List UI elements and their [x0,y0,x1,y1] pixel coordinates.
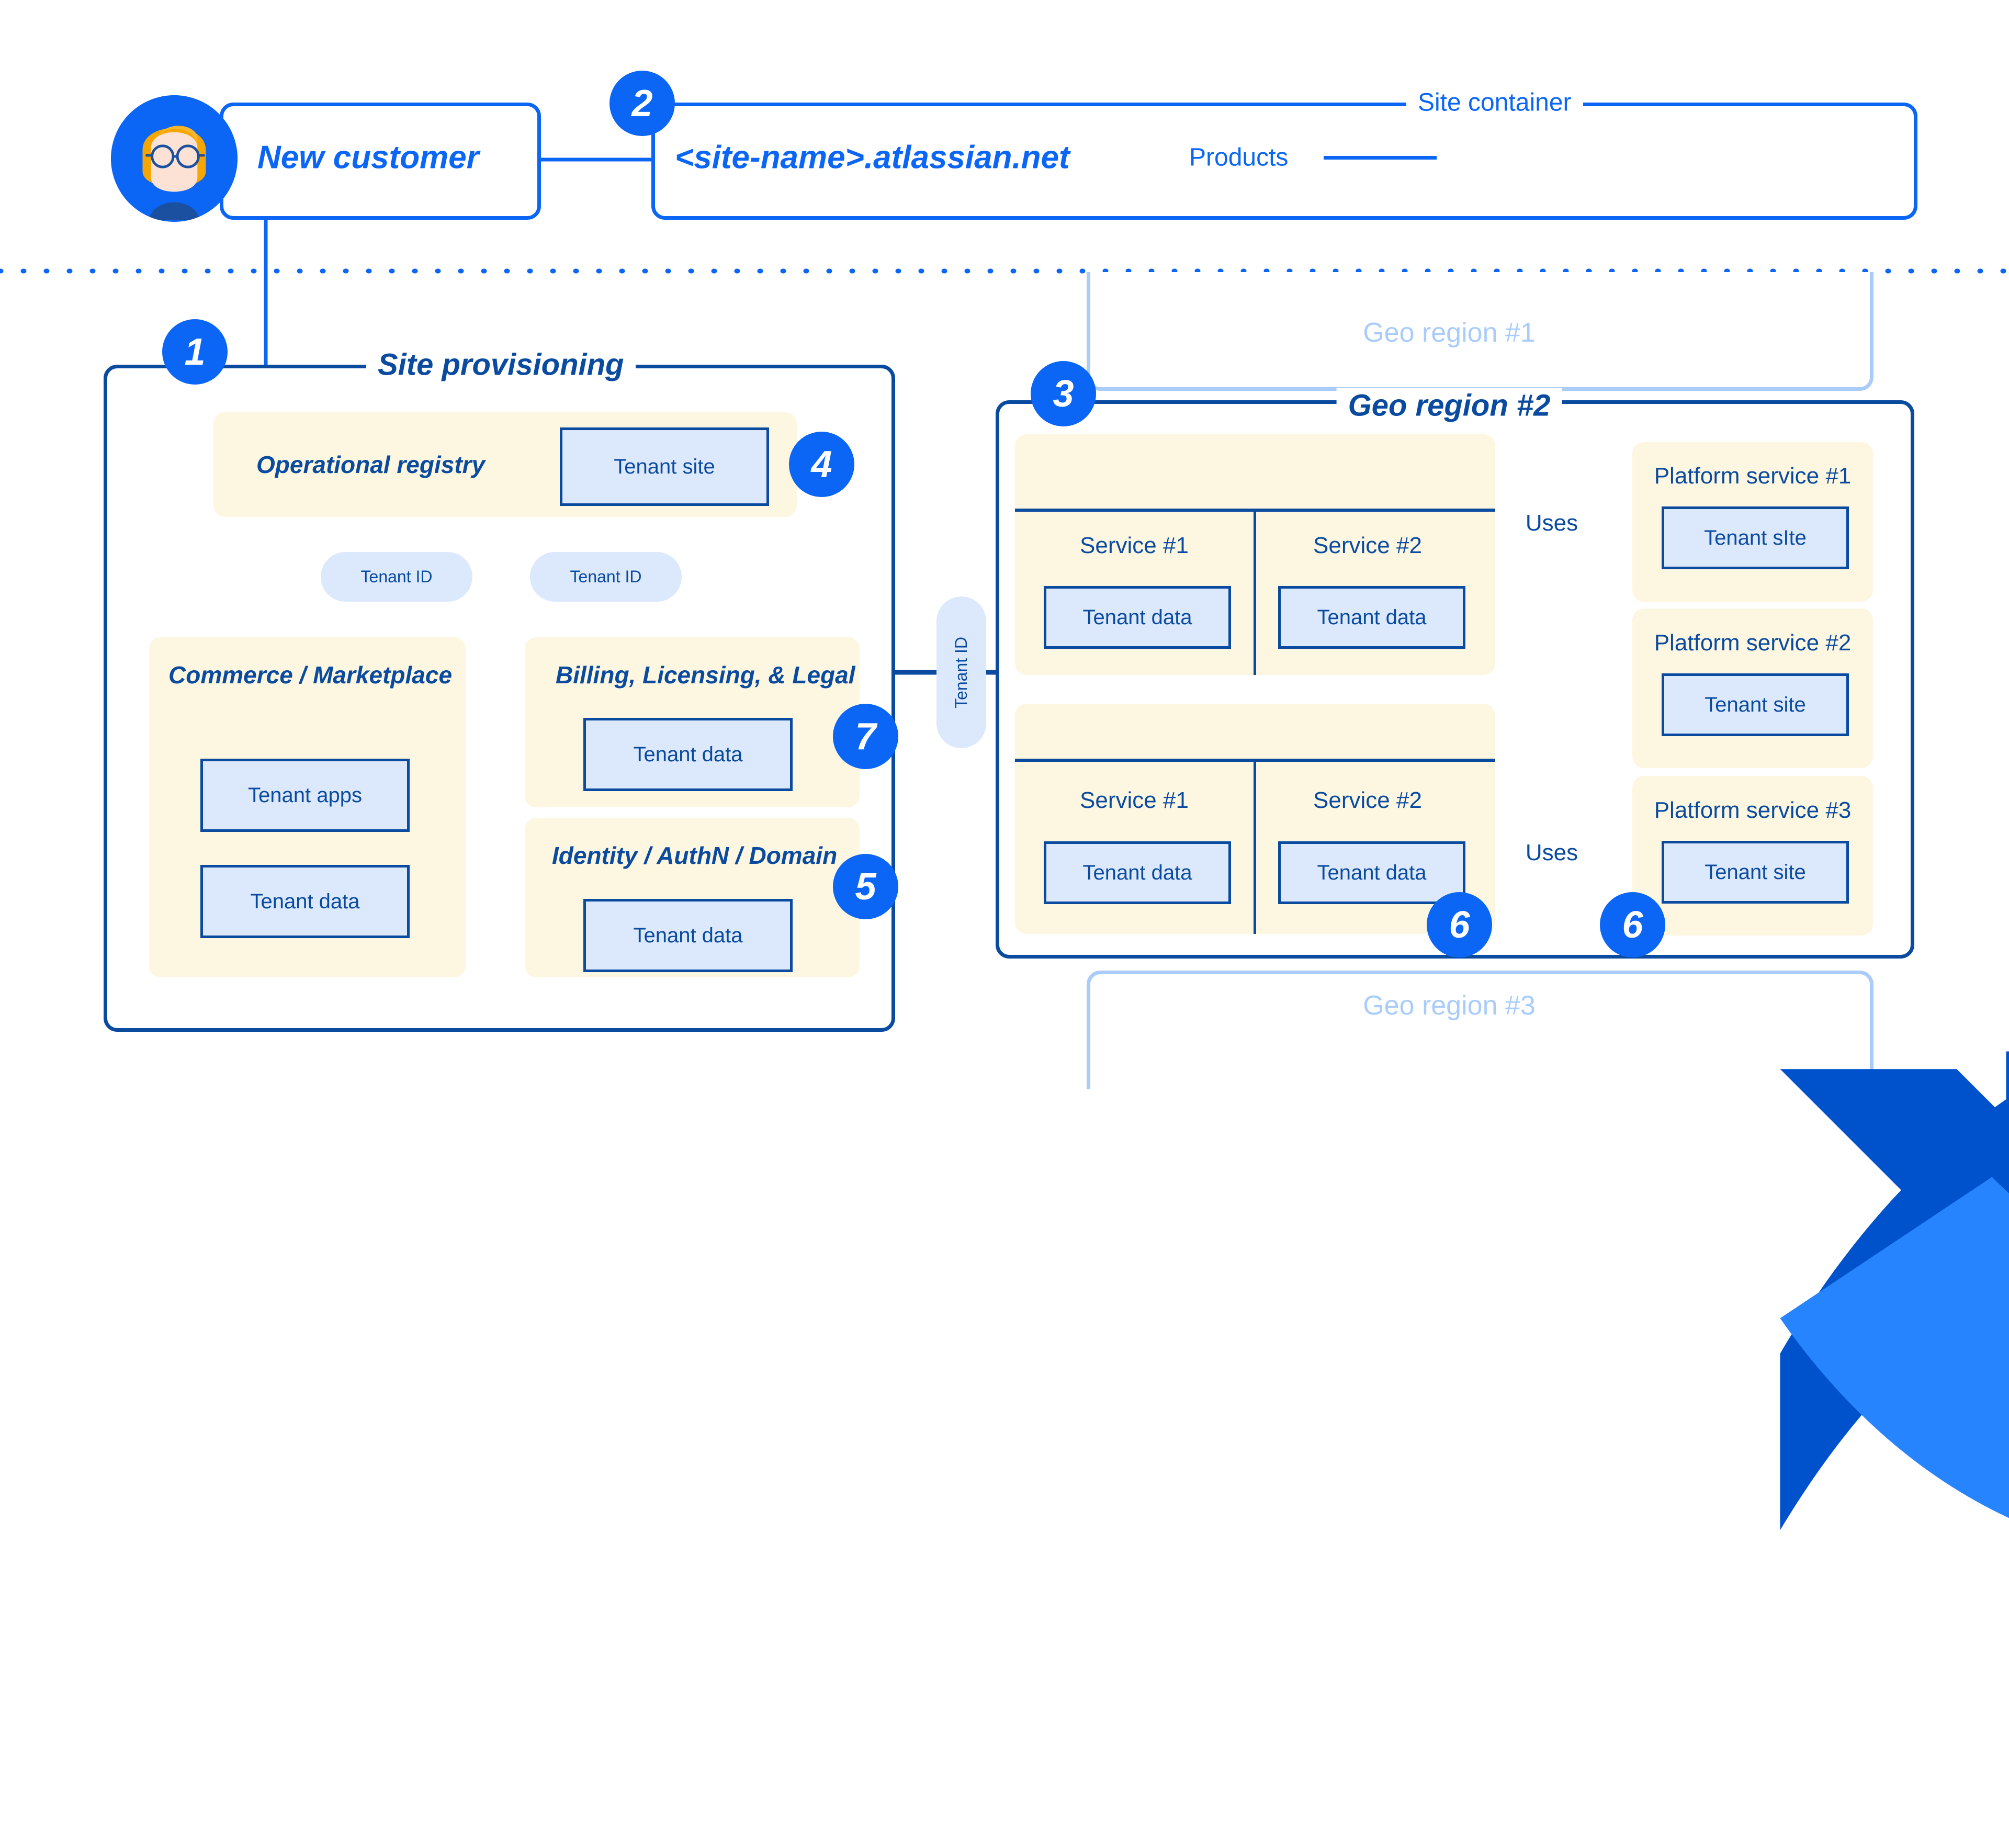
billing-tenant-data-chip[interactable]: Tenant data [583,718,793,791]
bolt-icon [1651,133,1699,182]
step-badge-2[interactable]: 2 [610,71,675,136]
products-label: Products [1189,143,1288,172]
identity-tenant-data-chip[interactable]: Tenant data [583,899,793,972]
jira-service-1-label: Service #1 [1080,533,1189,559]
confluence-group-vrule [1254,762,1256,934]
site-url-label: <site-name>.atlassian.net [675,139,1070,176]
jira-service-1-chip[interactable]: Tenant data [1044,586,1231,649]
commerce-tenant-apps-chip[interactable]: Tenant apps [200,759,410,832]
site-container-label: Site container [1406,88,1583,117]
products-connector-line [1324,156,1437,160]
operational-registry-title: Operational registry [256,450,485,479]
platform-service-1-chip[interactable]: Tenant sIte [1662,506,1849,569]
customer-avatar [111,95,238,222]
geo-region-1-label: Geo region #1 [1363,317,1536,348]
jira-group-vrule [1254,512,1256,675]
product-group-confluence-icon [1235,718,1276,759]
platform-service-1-title: Platform service #1 [1654,463,1852,489]
tenant-id-pill-right: Tenant ID [530,552,682,602]
trello-icon [1825,133,1873,182]
uses-label-2: Uses [1517,840,1586,866]
site-provisioning-title: Site provisioning [366,347,636,382]
jira-service-2-label: Service #2 [1313,533,1422,559]
step-badge-5[interactable]: 5 [833,854,898,919]
operational-registry-tenant-site-chip[interactable]: Tenant site [560,427,769,506]
platform-service-3-title: Platform service #3 [1654,797,1852,824]
tenant-id-pill-left: Tenant ID [321,552,472,602]
jira-service-2-chip[interactable]: Tenant data [1278,586,1465,649]
confluence-service-2-chip[interactable]: Tenant data [1278,841,1465,904]
step-badge-6a[interactable]: 6 [1427,892,1492,957]
platform-service-2-title: Platform service #2 [1654,630,1852,656]
step-badge-1[interactable]: 1 [162,319,228,385]
step-badge-7[interactable]: 7 [833,704,898,769]
identity-authn-domain-title: Identity / AuthN / Domain [552,841,837,870]
product-group-jira-icon [1235,451,1276,492]
confluence-icon [1564,135,1612,183]
billing-licensing-legal-title: Billing, Licensing, & Legal [556,661,855,689]
tenant-id-bridge-pill: Tenant ID [936,596,986,748]
tenant-id-bridge-label: Tenant ID [952,637,971,708]
step-badge-4[interactable]: 4 [789,432,854,497]
step-badge-3[interactable]: 3 [1031,361,1096,426]
uses-label-1: Uses [1517,510,1586,536]
compass-icon [1739,132,1787,181]
platform-service-3-chip[interactable]: Tenant site [1662,841,1849,904]
commerce-tenant-data-chip[interactable]: Tenant data [200,865,410,938]
new-customer-label: New customer [257,139,479,176]
geo-region-2-title: Geo region #2 [1337,388,1562,423]
jira-icon [1477,133,1525,182]
platform-service-2-chip[interactable]: Tenant site [1662,673,1849,736]
commerce-marketplace-title: Commerce / Marketplace [168,661,452,689]
step-badge-6b[interactable]: 6 [1600,892,1665,957]
confluence-service-2-label: Service #2 [1313,787,1422,814]
confluence-service-1-label: Service #1 [1080,787,1189,814]
diagram-canvas: New customer <site-name>.atlassian.net S… [0,0,2009,1130]
confluence-service-1-chip[interactable]: Tenant data [1044,841,1231,904]
